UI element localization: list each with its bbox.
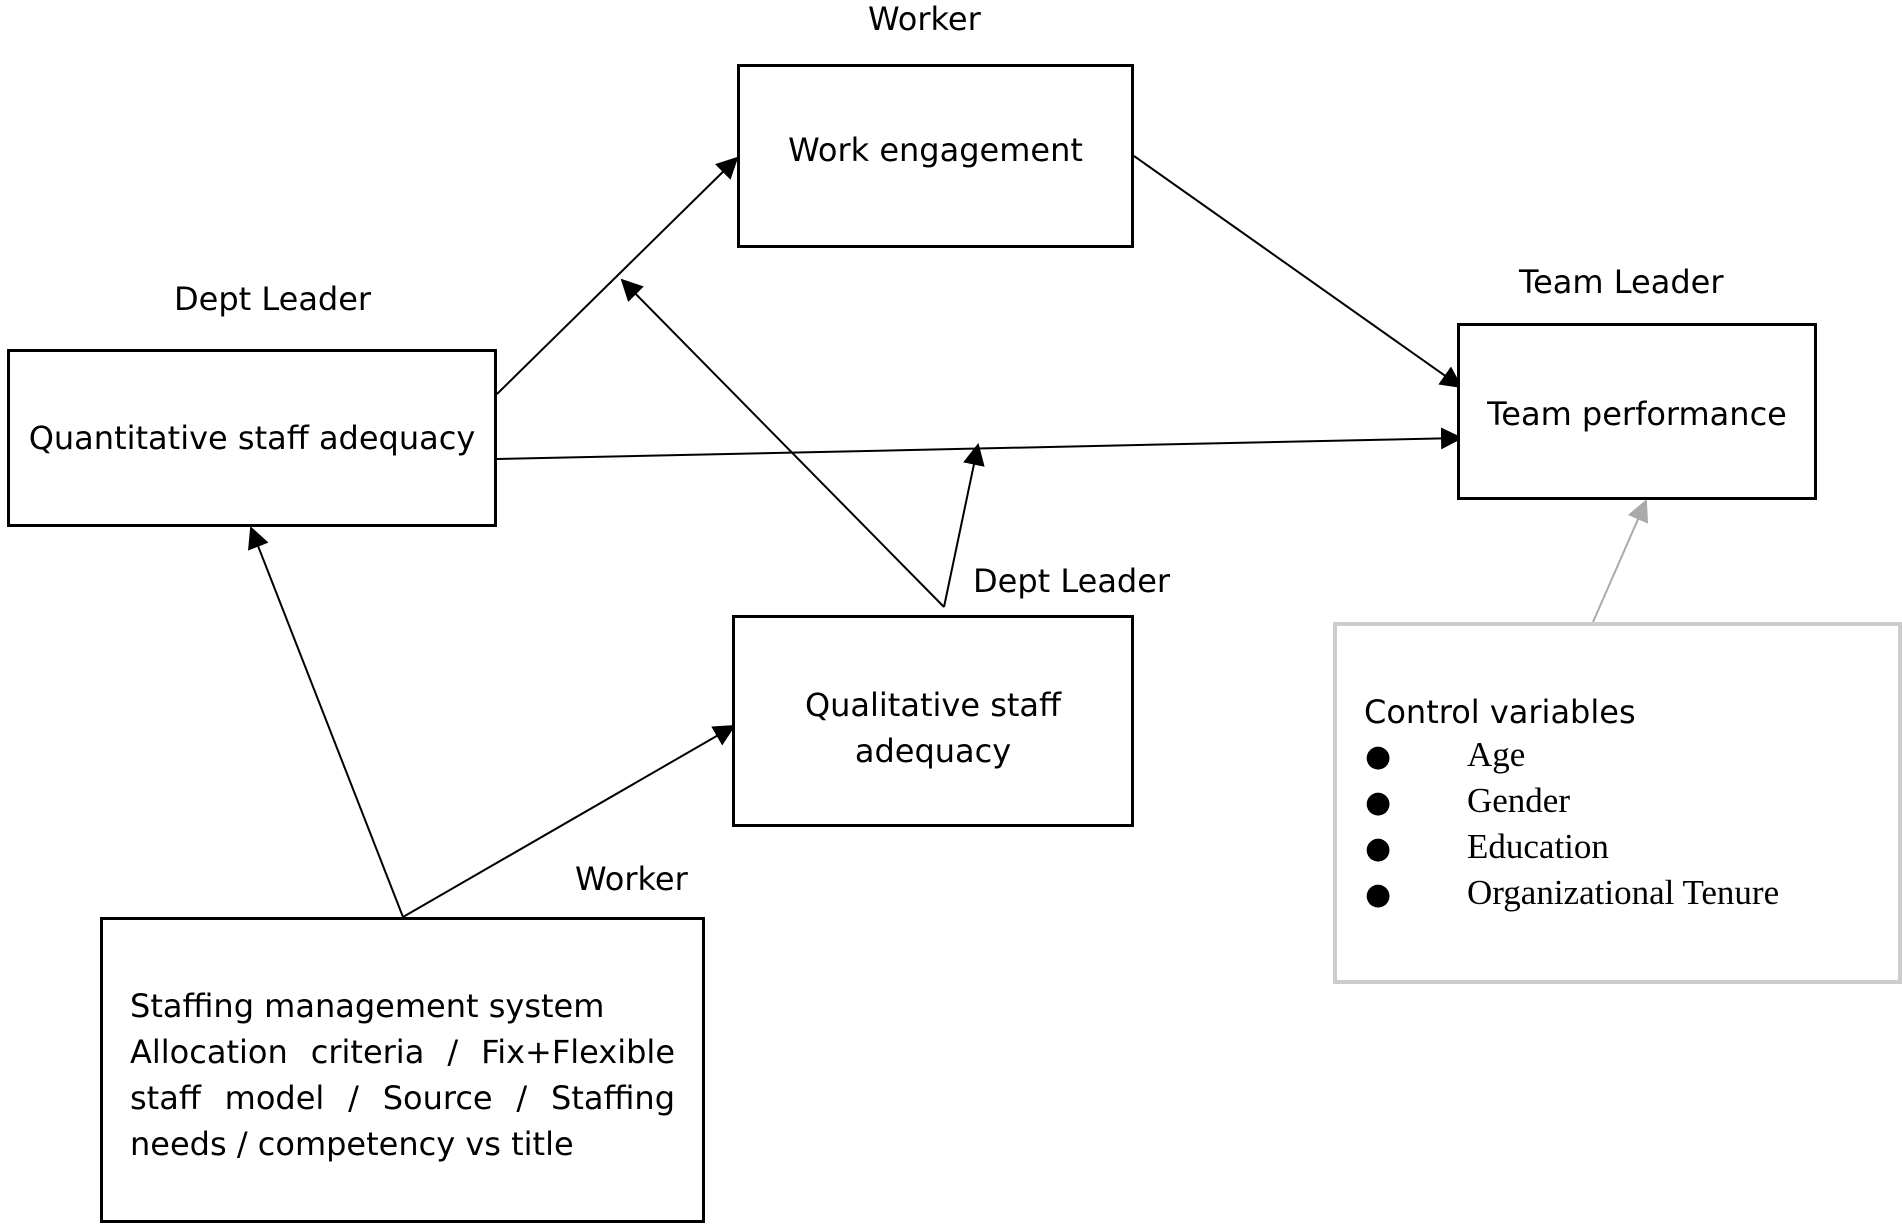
- quantitative-level-label: Dept Leader: [174, 280, 372, 318]
- quantitative-staff-adequacy-box: Quantitative staff adequacy: [7, 349, 497, 527]
- team-performance-label: Team performance: [1487, 395, 1787, 433]
- control-variable-gender: Gender: [1467, 781, 1571, 820]
- control-variables-title: Control variables: [1364, 693, 1636, 731]
- edge-quantitative-to-work-engagement: [496, 156, 739, 395]
- team-performance-level-label: Team Leader: [1519, 263, 1724, 301]
- staffing-level-label: Worker: [575, 860, 688, 898]
- edge-moderation-to-team-performance-path: [943, 443, 985, 608]
- edge-controls-to-team-performance: [1592, 499, 1649, 623]
- work-engagement-label: Work engagement: [788, 131, 1083, 169]
- qualitative-staff-adequacy-label-line1: Qualitative staff: [804, 686, 1062, 724]
- staffing-management-system-body: Allocation criteria / Fix+Flexible staff…: [130, 1033, 675, 1163]
- quantitative-staff-adequacy-label: Quantitative staff adequacy: [28, 419, 476, 457]
- qualitative-staff-adequacy-box: Qualitative staff adequacy: [732, 615, 1134, 827]
- edge-work-engagement-to-team-performance: [1133, 155, 1463, 389]
- edge-staffing-to-qualitative: [402, 725, 736, 918]
- staffing-management-system-title: Staffing management system: [130, 987, 605, 1025]
- control-bullet-2: ●: [1365, 785, 1392, 820]
- work-engagement-box: Work engagement: [737, 64, 1134, 248]
- staffing-management-system-box: Staffing management system Allocation cr…: [100, 917, 705, 1223]
- control-bullet-3: ●: [1365, 831, 1392, 866]
- control-variables-box: Control variables ● Age ● Gender ● Educa…: [1333, 622, 1902, 984]
- control-variable-education: Education: [1467, 827, 1609, 866]
- edge-quantitative-to-team-performance: [496, 427, 1463, 460]
- control-bullet-1: ●: [1365, 739, 1392, 774]
- qualitative-level-label: Dept Leader: [973, 562, 1171, 600]
- team-performance-box: Team performance: [1457, 323, 1817, 500]
- control-variable-organizational-tenure: Organizational Tenure: [1467, 873, 1780, 912]
- edge-moderation-to-work-engagement-path: [620, 278, 945, 608]
- work-engagement-level-label: Worker: [868, 0, 981, 38]
- qualitative-staff-adequacy-label-line2: adequacy: [854, 732, 1012, 770]
- control-variable-age: Age: [1467, 735, 1526, 774]
- edge-staffing-to-quantitative: [248, 526, 404, 918]
- control-bullet-4: ●: [1365, 877, 1392, 912]
